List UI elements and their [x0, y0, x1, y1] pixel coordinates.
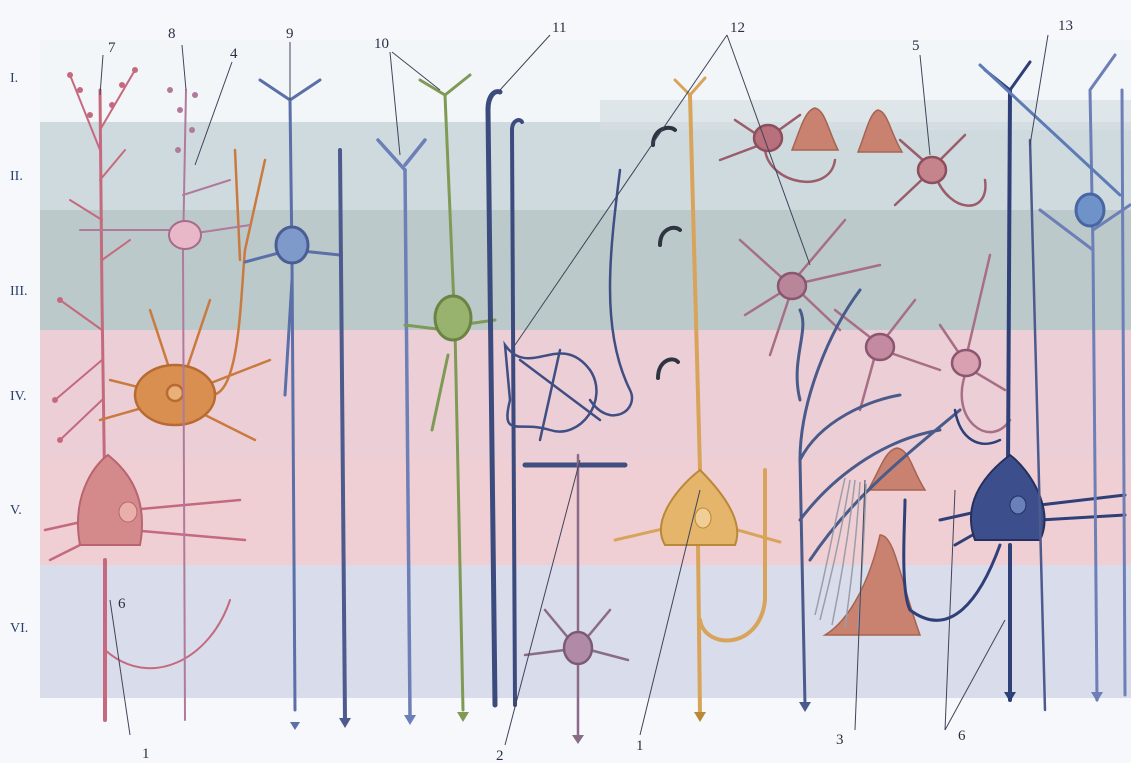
label-7: 7	[108, 40, 116, 56]
label-1-right: 1	[636, 738, 644, 754]
multipolar-soma-5	[918, 157, 946, 183]
layer-label-6: VI.	[10, 621, 28, 636]
small-pyramidal-soma	[169, 221, 201, 249]
label-3: 3	[836, 732, 844, 748]
mauve-neuron-soma-2	[866, 334, 894, 360]
mauve-neuron-soma-1	[778, 273, 806, 299]
layer-label-5: V.	[10, 503, 22, 518]
label-6-left: 6	[118, 596, 126, 612]
layer-label-4: IV.	[10, 389, 26, 404]
label-9: 9	[286, 26, 294, 42]
layer-label-3: III.	[10, 284, 28, 299]
layer-label-2: II.	[10, 169, 23, 184]
label-13: 13	[1058, 18, 1073, 34]
label-12: 12	[730, 20, 745, 36]
band-layer-3	[40, 210, 1131, 330]
band-layer-6	[40, 565, 1131, 698]
star-neuron-soma	[564, 632, 592, 664]
right-edge-soma	[1076, 194, 1104, 226]
mauve-neuron-soma-3	[952, 350, 980, 376]
label-10: 10	[374, 36, 389, 52]
label-5: 5	[912, 38, 920, 54]
label-6-right: 6	[958, 728, 966, 744]
label-2: 2	[496, 748, 504, 763]
label-8: 8	[168, 26, 176, 42]
blue-neuron-soma	[276, 227, 308, 263]
band-layer-2	[40, 122, 1131, 210]
label-11: 11	[552, 20, 566, 36]
green-neuron-soma	[435, 296, 471, 340]
label-1-left: 1	[142, 746, 150, 762]
layer-label-1: I.	[10, 71, 18, 86]
label-4: 4	[230, 46, 238, 62]
layer-labels: I. II. III. IV. V. VI.	[10, 71, 28, 636]
